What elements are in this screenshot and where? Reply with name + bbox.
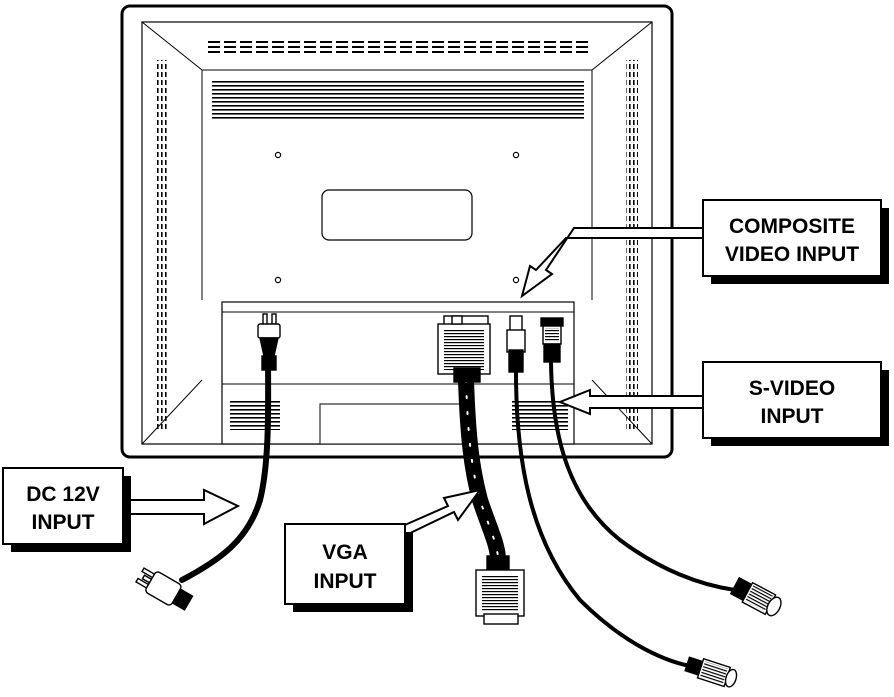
monitor-rear bbox=[120, 4, 674, 459]
top-vent bbox=[206, 40, 590, 54]
power-cable bbox=[179, 349, 272, 583]
svideo-callout: S-VIDEO INPUT bbox=[702, 361, 889, 446]
svideo-label-line2: INPUT bbox=[761, 405, 824, 428]
ac-power-plug-icon bbox=[257, 313, 281, 371]
svideo-cable bbox=[549, 360, 737, 592]
svideo-arrow-icon bbox=[557, 388, 705, 416]
composite-cable bbox=[514, 370, 692, 668]
svideo-plug-end-icon bbox=[729, 576, 782, 617]
left-side-vent bbox=[156, 60, 168, 432]
vga-label-line2: INPUT bbox=[314, 570, 377, 593]
mini-din-svideo-connector-icon bbox=[540, 317, 564, 363]
vga-plug-end-icon bbox=[475, 555, 525, 625]
dc-callout: DC 12V INPUT bbox=[2, 467, 131, 552]
vga-callout: VGA INPUT bbox=[284, 523, 413, 612]
rca-plug-end-icon bbox=[684, 656, 738, 688]
label-plate bbox=[321, 189, 473, 241]
dc-label-line2: INPUT bbox=[32, 511, 95, 534]
screw-holes bbox=[274, 151, 520, 284]
svideo-label-line1: S-VIDEO bbox=[749, 377, 835, 400]
composite-label-line1: COMPOSITE bbox=[729, 215, 855, 238]
dc-label-line1: DC 12V bbox=[26, 483, 100, 506]
composite-arrow-icon bbox=[520, 227, 705, 299]
bevel-lines bbox=[141, 21, 653, 445]
right-side-vent bbox=[626, 60, 638, 432]
arrows bbox=[129, 227, 705, 538]
composite-callout: COMPOSITE VIDEO INPUT bbox=[702, 199, 889, 284]
power-plug-end-icon bbox=[135, 567, 194, 611]
dc-arrow-icon bbox=[129, 488, 241, 526]
upper-grill bbox=[212, 80, 584, 120]
vga-db15-connector-icon bbox=[437, 315, 491, 383]
rca-composite-connector-icon bbox=[506, 315, 526, 373]
vga-arrow-icon bbox=[396, 488, 483, 538]
vga-label-line1: VGA bbox=[322, 541, 368, 564]
composite-label-line2: VIDEO INPUT bbox=[725, 243, 859, 266]
